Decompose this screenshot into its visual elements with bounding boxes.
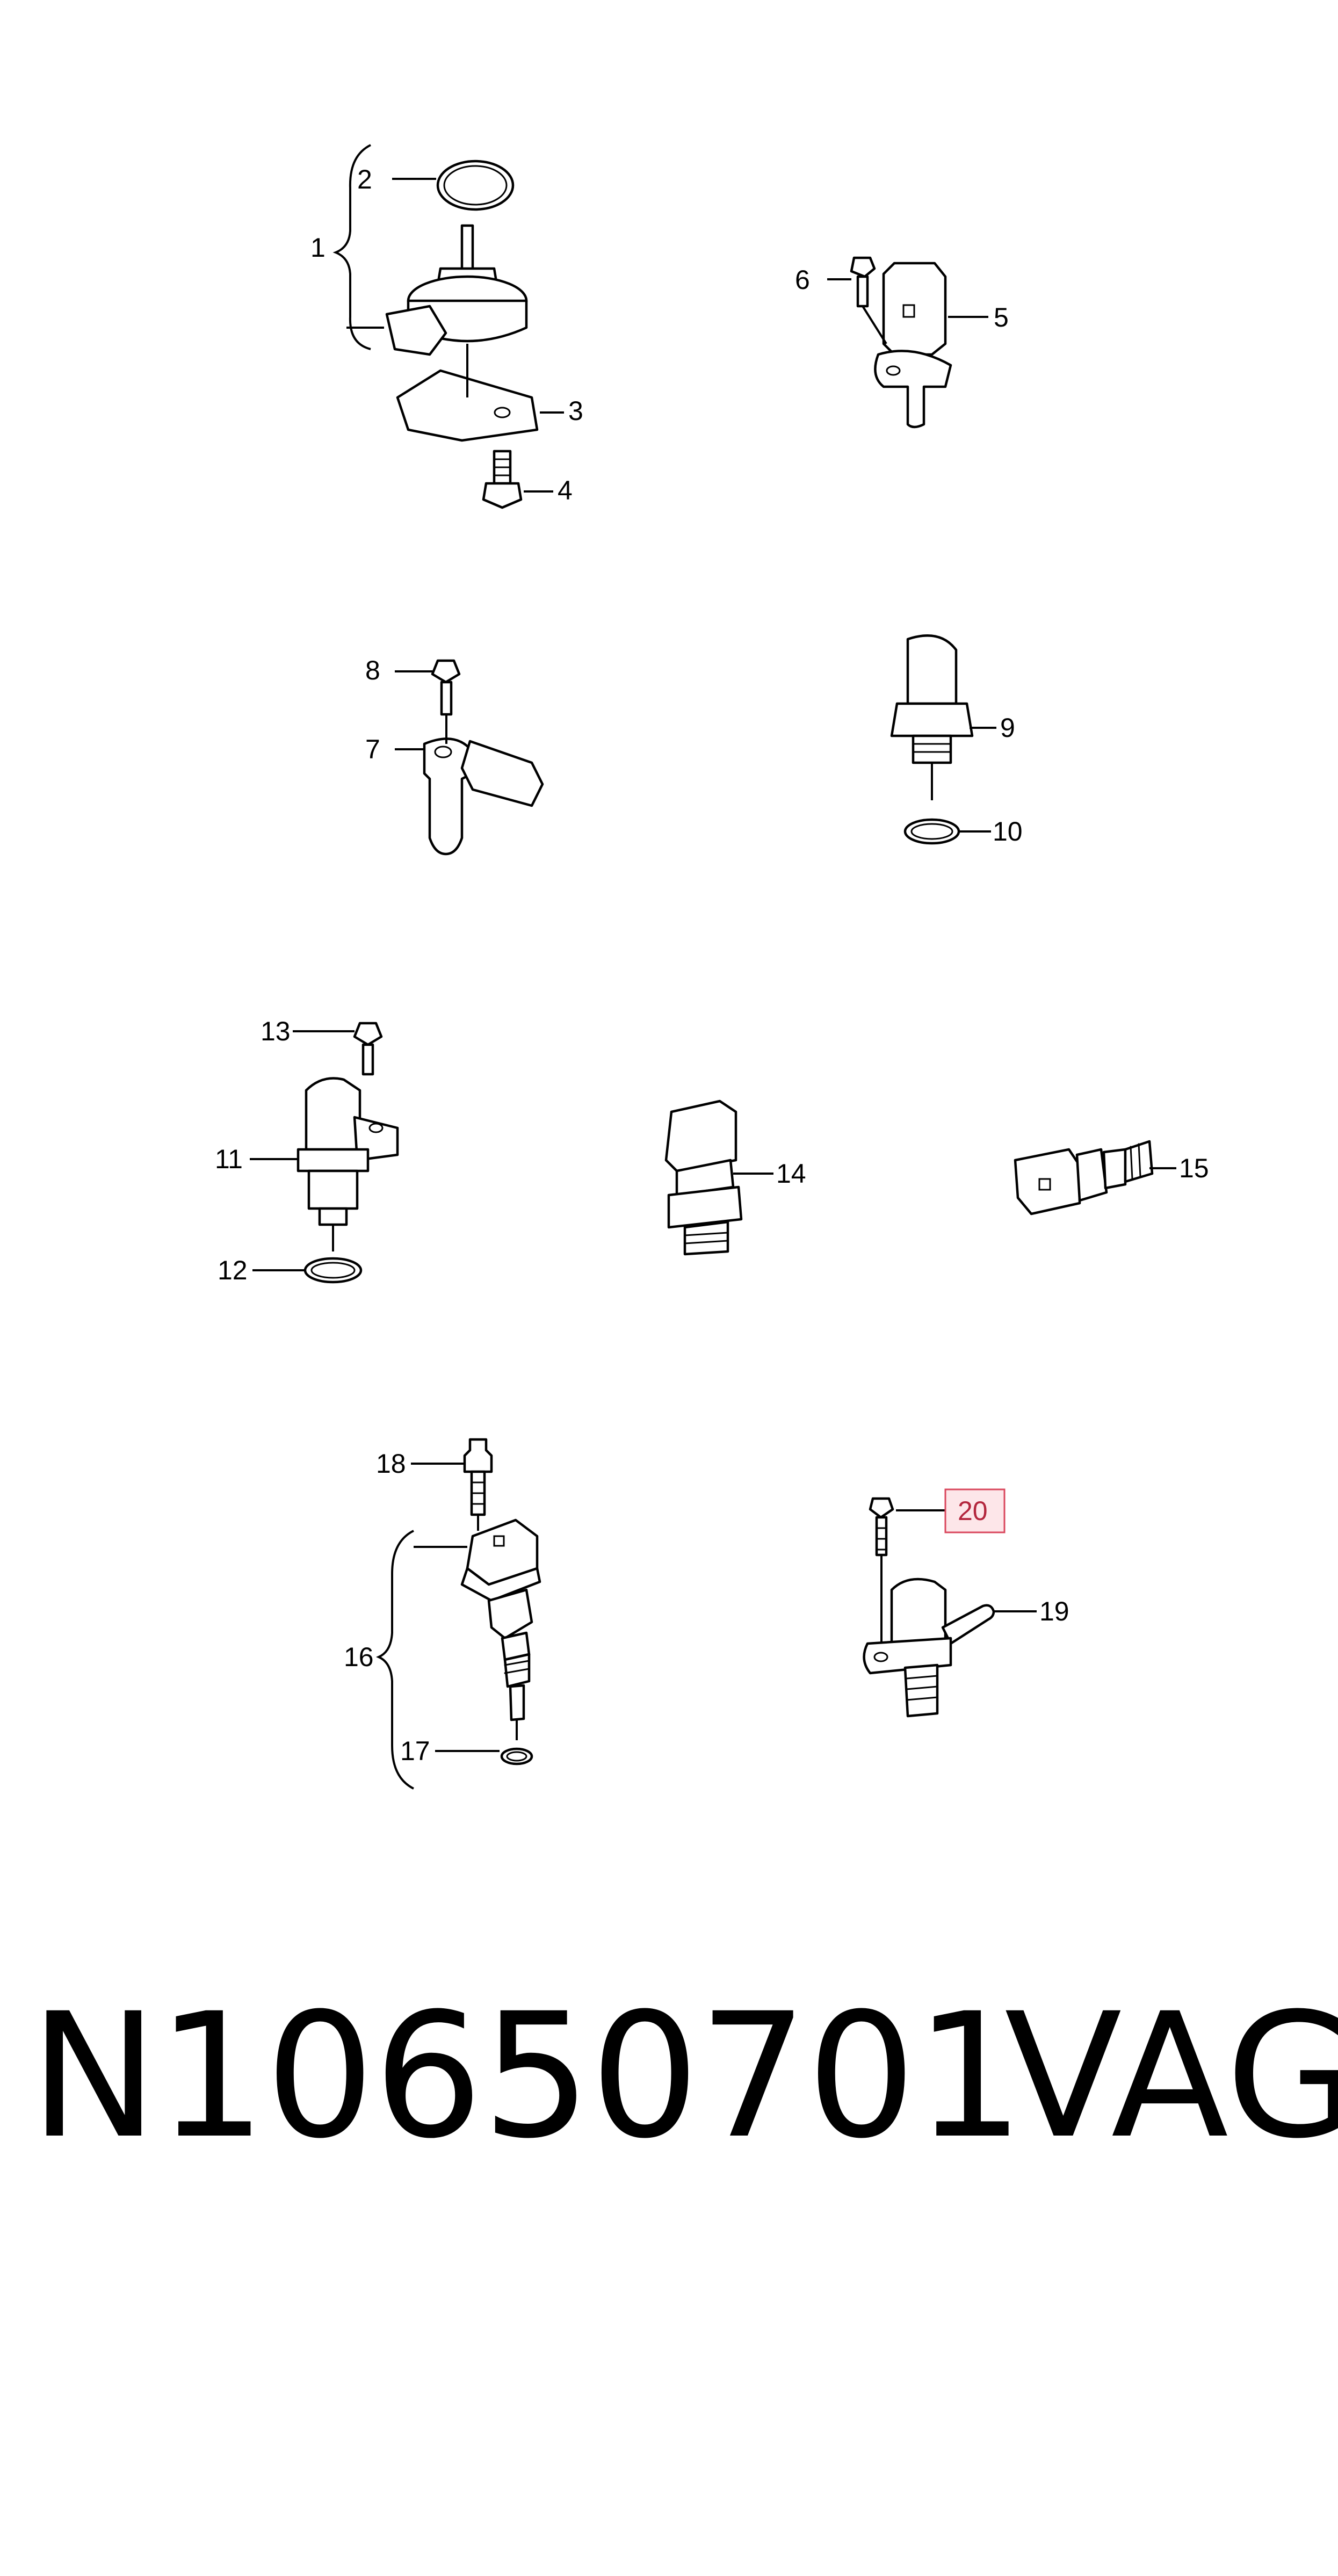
callout-4: 4 [558, 475, 573, 505]
callout-1: 1 [310, 233, 326, 263]
part-group-sensor-19 [863, 1488, 1037, 1718]
bolt-part-13 [353, 1022, 383, 1046]
brand-name: VAG [1004, 1977, 1338, 2176]
callout-6: 6 [795, 265, 810, 295]
stud-part-18 [463, 1438, 493, 1473]
part-group-temperature-sender [890, 634, 996, 845]
part-group-pressure-switch-14 [664, 1099, 773, 1256]
connector-housing [385, 305, 447, 356]
part-group-sensor-15 [1014, 1140, 1176, 1215]
callout-labels: 2 1 3 4 5 6 8 7 9 10 13 11 12 14 15 18 1… [215, 164, 1209, 1766]
callout-17: 17 [400, 1736, 430, 1766]
part-group-sensor-16 [375, 1438, 541, 1790]
callout-7: 7 [365, 734, 380, 764]
sender-part-9 [906, 634, 958, 705]
oring-part-2 [436, 160, 515, 211]
callout-8: 8 [365, 655, 380, 685]
bolt-part-8 [431, 659, 461, 684]
callout-10: 10 [993, 816, 1023, 846]
part-group-sensor-11 [250, 1022, 399, 1284]
highlight-box-20 [944, 1488, 1006, 1533]
part-group-oil-level-sensor [332, 144, 564, 509]
callout-2: 2 [357, 164, 372, 194]
callout-15: 15 [1179, 1153, 1209, 1183]
bolt-part-6 [850, 256, 876, 278]
bolt-part-20 [869, 1497, 894, 1519]
part-group-crankshaft-sensor [827, 256, 988, 429]
callout-18: 18 [376, 1449, 406, 1479]
sensor-part-19 [890, 1578, 947, 1645]
parts-diagram: 2 1 3 4 5 6 8 7 9 10 13 11 12 14 15 18 1… [215, 144, 1209, 1790]
callout-3: 3 [568, 396, 583, 426]
callout-12: 12 [218, 1255, 248, 1285]
callout-14: 14 [776, 1159, 806, 1189]
part-number: N10650701 [30, 1977, 1024, 2176]
callout-13: 13 [261, 1016, 291, 1046]
callout-9: 9 [1000, 713, 1015, 743]
sensor-part-7 [423, 737, 474, 856]
footer: N10650701 VAG [0, 1977, 1338, 2191]
callout-5: 5 [994, 302, 1009, 332]
callout-20: 20 [958, 1496, 988, 1526]
sensor-part-11 [305, 1077, 361, 1151]
bracket-part-3 [396, 369, 539, 442]
callout-16: 16 [344, 1642, 374, 1672]
callout-11: 11 [215, 1144, 243, 1174]
seal-part-17 [500, 1747, 533, 1765]
part-group-camshaft-sensor [395, 659, 544, 856]
callout-19: 19 [1039, 1596, 1069, 1626]
sensor-part-15 [1014, 1148, 1081, 1215]
switch-part-14 [664, 1099, 737, 1173]
